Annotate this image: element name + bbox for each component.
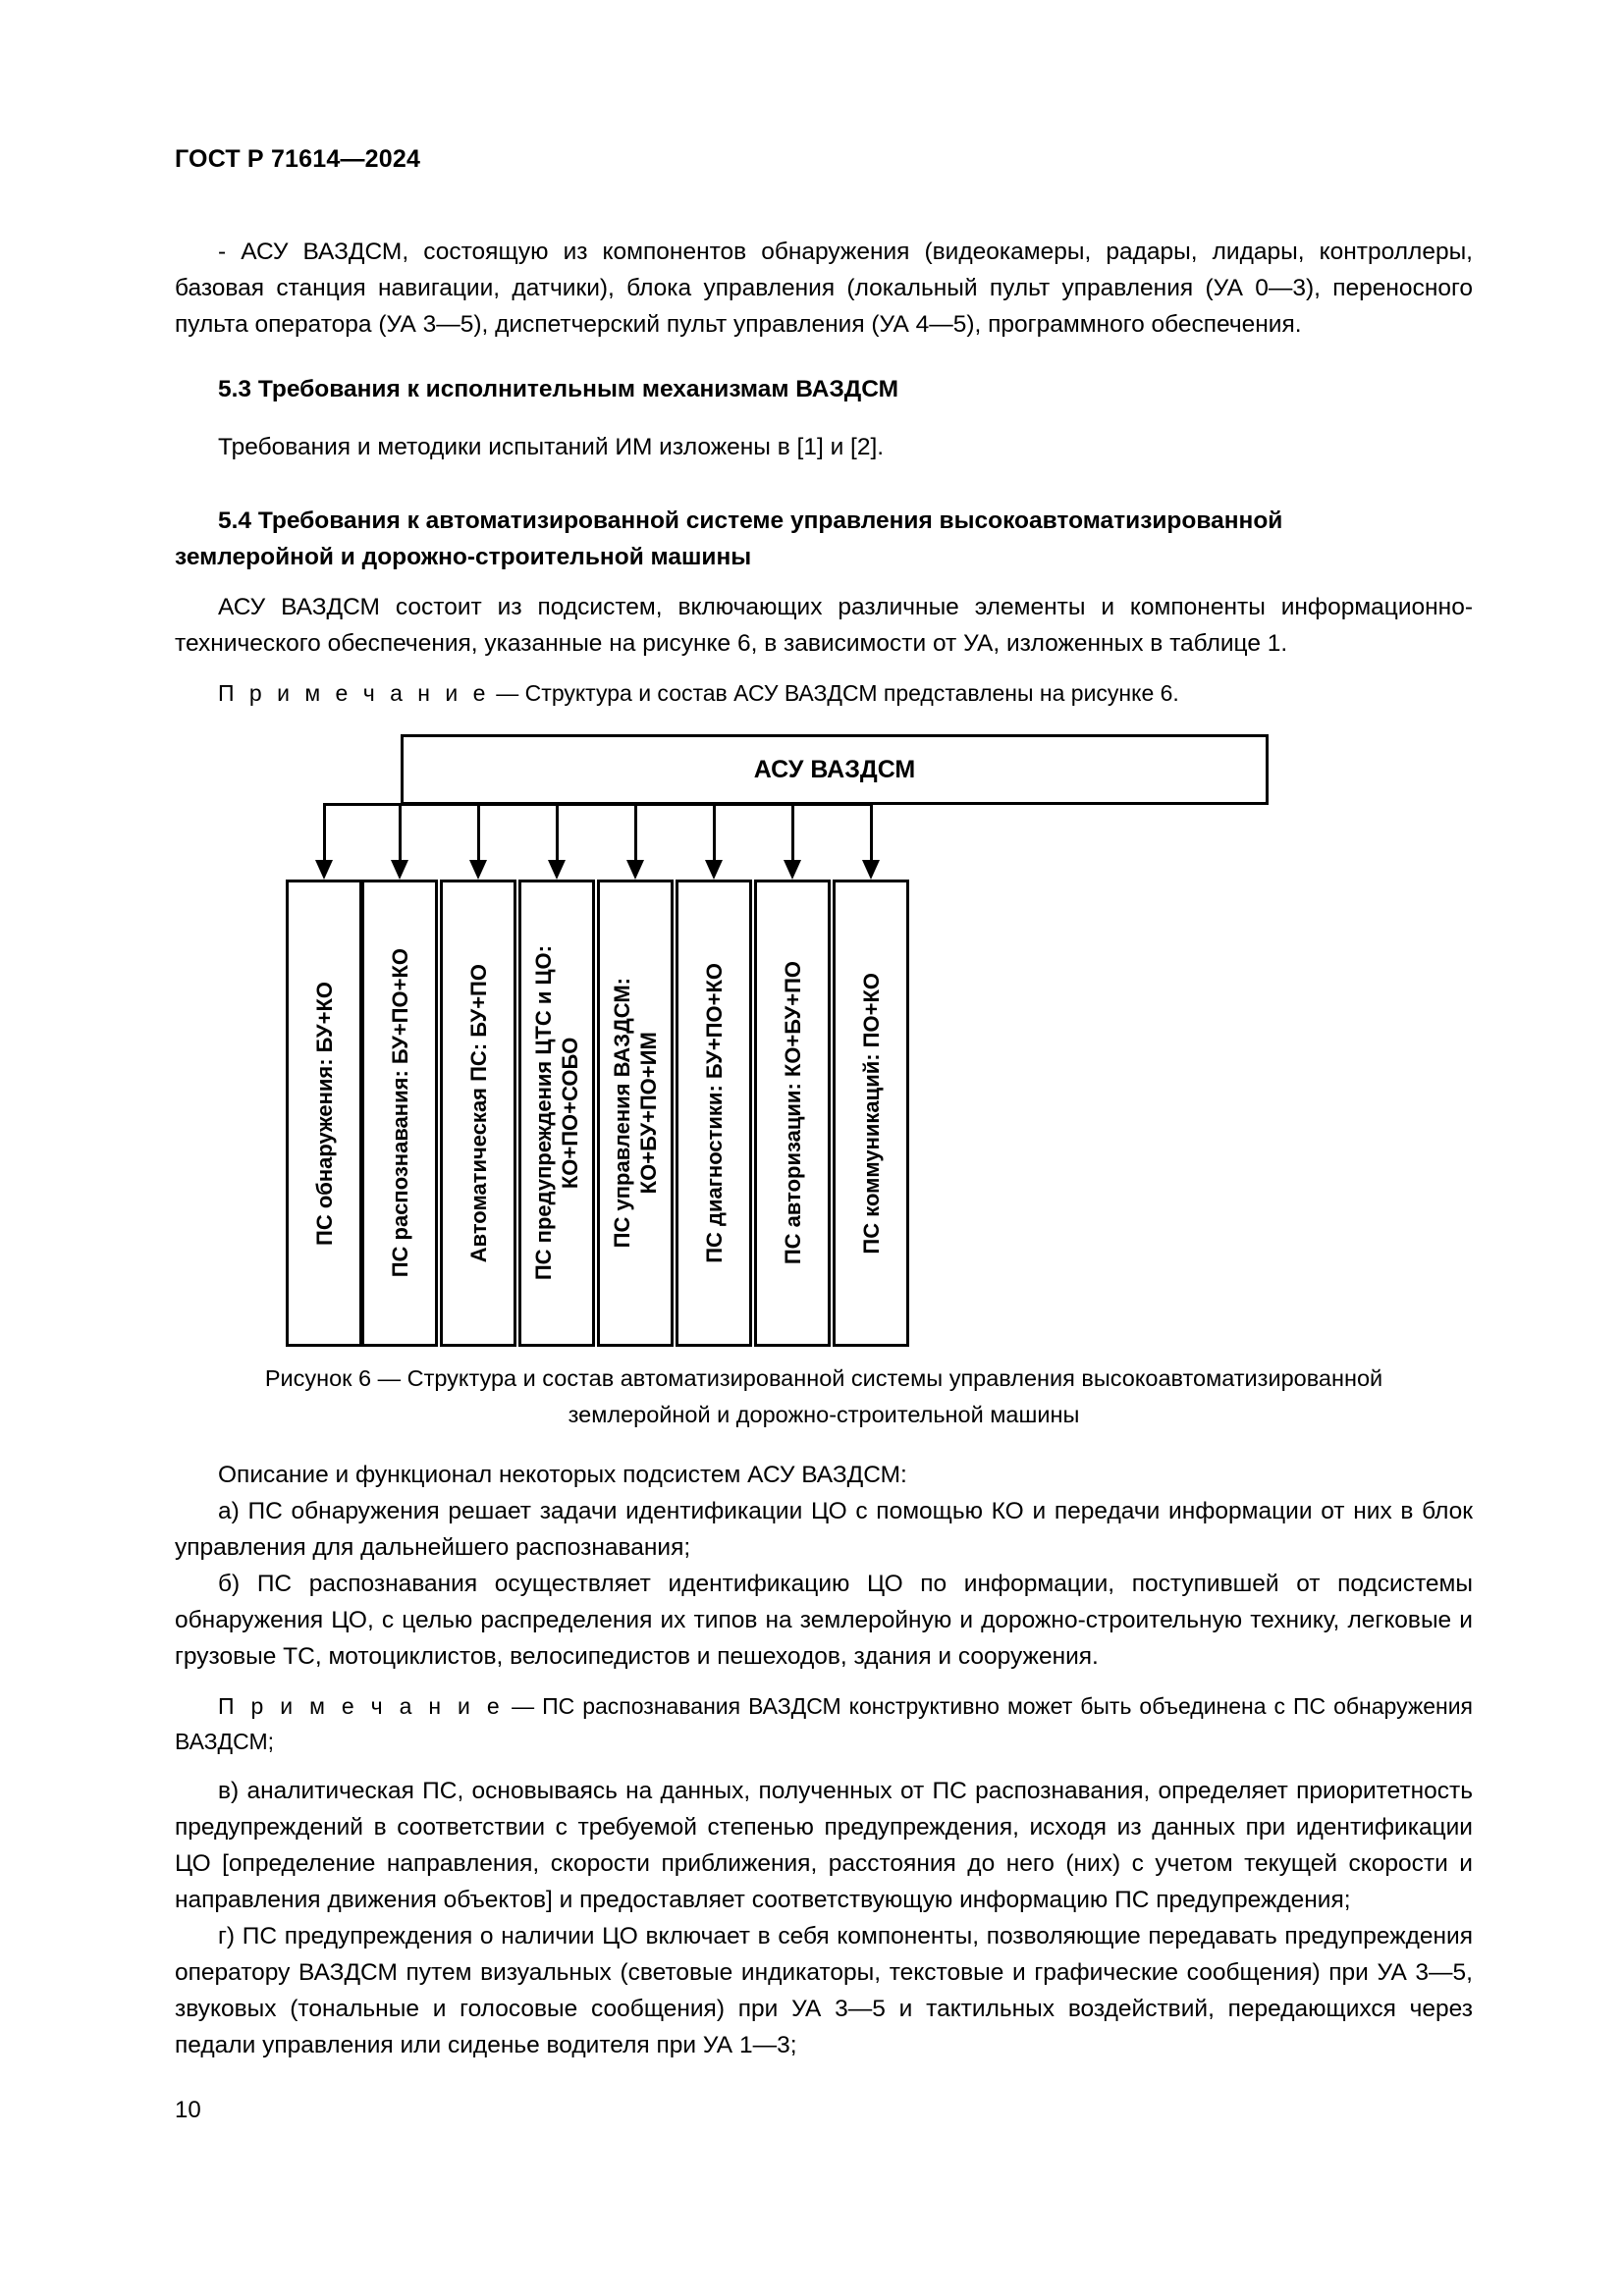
description-item-a: а) ПС обнаружения решает задачи идентифи… — [175, 1498, 1473, 1561]
note-label: П р и м е ч а н и е — [218, 680, 490, 706]
diagram-subsystem-7: ПС авторизации: КО+БУ+ПО — [754, 805, 831, 1347]
subsystem-box: Автоматическая ПС: БУ+ПО — [440, 880, 516, 1347]
description-note: П р и м е ч а н и е — ПС распознавания В… — [175, 1688, 1473, 1759]
arrow-down-icon — [469, 860, 487, 880]
subsystem-box: ПС диагностики: БУ+ПО+КО — [676, 880, 752, 1347]
note-label: П р и м е ч а н и е — [218, 1693, 505, 1719]
connector-line-icon — [398, 805, 402, 866]
diagram-subsystem-8: ПС коммуникаций: ПО+КО — [833, 805, 909, 1347]
connector-line-icon — [476, 805, 480, 866]
figure-6-diagram: АСУ ВАЗДСМ ПС обнаружения: БУ+КО ПС расп… — [0, 728, 1624, 1347]
note-text: — ПС распознавания ВАЗДСМ конструктивно … — [175, 1693, 1474, 1754]
subsystem-label: Автоматическая ПС: БУ+ПО — [465, 963, 491, 1263]
intro-section: - АСУ ВАЗДСМ, состоящую из компонентов о… — [175, 234, 1473, 343]
subsystem-box: ПС авторизации: КО+БУ+ПО — [754, 880, 831, 1347]
section-5-4-heading-line2: землеройной и дорожно-строительной машин… — [175, 544, 752, 570]
diagram-subsystem-3: Автоматическая ПС: БУ+ПО — [440, 805, 516, 1347]
connector-line-icon — [633, 805, 637, 866]
connector-line-icon — [869, 805, 873, 866]
arrow-down-icon — [705, 860, 723, 880]
arrow-down-icon — [548, 860, 566, 880]
diagram-subsystem-2: ПС распознавания: БУ+ПО+КО — [361, 805, 438, 1347]
diagram-root-label: АСУ ВАЗДСМ — [753, 755, 916, 783]
connector-line-icon — [790, 805, 794, 866]
section-5-3-heading: 5.3 Требования к исполнительным механизм… — [218, 376, 899, 402]
arrow-down-icon — [784, 860, 801, 880]
subsystem-label: ПС обнаружения: БУ+КО — [311, 981, 337, 1246]
page-header-standard-number: ГОСТ Р 71614—2024 — [175, 145, 421, 173]
subsystem-box: ПС распознавания: БУ+ПО+КО — [361, 880, 438, 1347]
figure-caption-line1: Рисунок 6 — Структура и состав автоматиз… — [264, 1365, 1383, 1391]
diagram-subsystem-5: ПС управления ВАЗДСМ: КО+БУ+ПО+ИМ — [597, 805, 674, 1347]
figure-caption-line2: землеройной и дорожно-строительной машин… — [568, 1402, 1080, 1427]
diagram-subsystem-4: ПС предупреждения ЦТС и ЦО: КО+ПО+СОБО — [518, 805, 595, 1347]
subsystem-label: ПС диагностики: БУ+ПО+КО — [701, 963, 727, 1263]
description-item-v: в) аналитическая ПС, основываясь на данн… — [175, 1778, 1473, 1913]
subsystem-label: ПС управления ВАЗДСМ: КО+БУ+ПО+ИМ — [610, 978, 661, 1249]
connector-line-icon — [322, 805, 326, 866]
section-5-4-paragraph: АСУ ВАЗДСМ состоит из подсистем, включаю… — [175, 594, 1473, 657]
description-item-g: г) ПС предупреждения о наличии ЦО включа… — [175, 1923, 1473, 2058]
section-5-4-note: П р и м е ч а н и е — Структура и состав… — [175, 675, 1473, 711]
connector-line-icon — [555, 805, 559, 866]
description-item-b: б) ПС распознавания осуществляет идентиф… — [175, 1571, 1473, 1670]
diagram-subsystem-6: ПС диагностики: БУ+ПО+КО — [676, 805, 752, 1347]
arrow-down-icon — [862, 860, 880, 880]
diagram-root-box: АСУ ВАЗДСМ — [401, 734, 1269, 805]
figure-6-caption: Рисунок 6 — Структура и состав автоматиз… — [175, 1361, 1473, 1433]
section-5-3-paragraph: Требования и методики испытаний ИМ излож… — [218, 434, 885, 460]
section-5-3: 5.3 Требования к исполнительным механизм… — [175, 371, 1473, 465]
description-section: Описание и функционал некоторых подсисте… — [175, 1457, 1473, 2063]
section-5-4: 5.4 Требования к автоматизированной сист… — [175, 503, 1473, 711]
subsystem-box: ПС коммуникаций: ПО+КО — [833, 880, 909, 1347]
subsystem-box: ПС обнаружения: БУ+КО — [286, 880, 362, 1347]
subsystem-label: ПС коммуникаций: ПО+КО — [858, 972, 884, 1255]
connector-line-icon — [712, 805, 716, 866]
subsystem-box: ПС управления ВАЗДСМ: КО+БУ+ПО+ИМ — [597, 880, 674, 1347]
diagram-subsystem-columns: ПС обнаружения: БУ+КО ПС распознавания: … — [0, 805, 1624, 1347]
intro-bullet-paragraph: - АСУ ВАЗДСМ, состоящую из компонентов о… — [175, 239, 1473, 338]
subsystem-label: ПС авторизации: КО+БУ+ПО — [780, 961, 805, 1265]
arrow-down-icon — [315, 860, 333, 880]
subsystem-label: ПС распознавания: БУ+ПО+КО — [387, 948, 412, 1278]
section-5-4-heading-line1: 5.4 Требования к автоматизированной сист… — [218, 507, 1283, 534]
diagram-subsystem-1: ПС обнаружения: БУ+КО — [286, 805, 362, 1347]
arrow-down-icon — [391, 860, 408, 880]
subsystem-label: ПС предупреждения ЦТС и ЦО: КО+ПО+СОБО — [531, 945, 582, 1281]
description-lead-in: Описание и функционал некоторых подсисте… — [218, 1462, 907, 1488]
subsystem-box: ПС предупреждения ЦТС и ЦО: КО+ПО+СОБО — [518, 880, 595, 1347]
diagram-bus-line — [322, 803, 873, 806]
arrow-down-icon — [626, 860, 644, 880]
page-folio-number: 10 — [175, 2097, 201, 2123]
note-text: — Структура и состав АСУ ВАЗДСМ представ… — [496, 680, 1179, 706]
